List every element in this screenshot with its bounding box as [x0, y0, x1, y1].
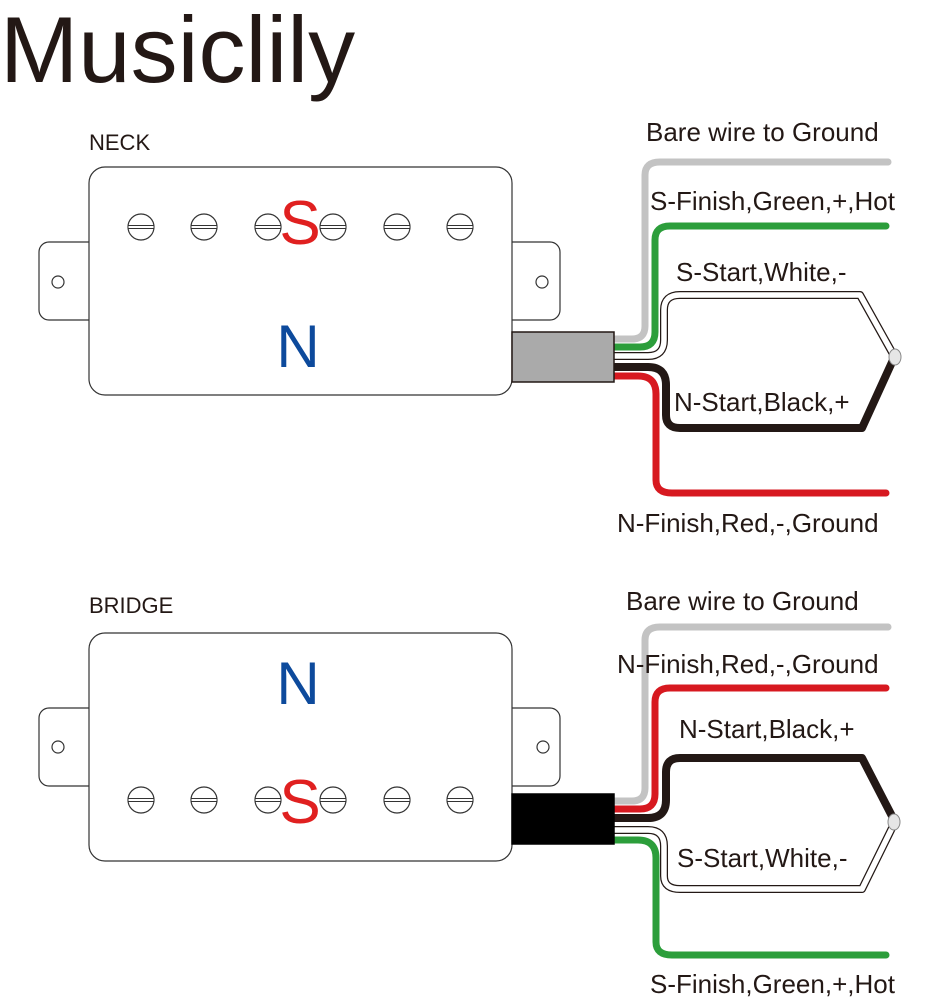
- bridge-green-wire-label: S-Finish,Green,+,Hot: [650, 969, 896, 999]
- bridge-pole-screw: [127, 786, 155, 814]
- bridge-bare-wire-label: Bare wire to Ground: [626, 586, 859, 616]
- neck-pole-screw: [383, 213, 411, 241]
- neck-pole-screw: [446, 213, 474, 241]
- neck-pickup: NECK S N Bare wire to Ground S-Finish,Gr…: [38, 117, 902, 538]
- bridge-bare-wire: [608, 623, 892, 805]
- neck-black-wire: [612, 358, 897, 432]
- bridge-green-wire: [608, 836, 890, 959]
- bridge-cable-jacket: [511, 793, 615, 845]
- neck-left-mount-hole: [51, 275, 65, 289]
- bridge-pole-screws: [127, 786, 474, 814]
- bridge-pole-screw: [190, 786, 218, 814]
- bridge-black-wire-label: N-Start,Black,+: [679, 714, 855, 744]
- bridge-pole-screw: [446, 786, 474, 814]
- neck-green-wire: [608, 222, 890, 351]
- neck-pole-screw: [254, 213, 282, 241]
- bridge-pole-screw: [254, 786, 282, 814]
- bridge-pole-screw: [319, 786, 347, 814]
- neck-pole-screw: [127, 213, 155, 241]
- neck-white-wire: [612, 292, 896, 359]
- bridge-black-wire: [612, 754, 897, 822]
- neck-bare-wire: [608, 158, 892, 343]
- bridge-south-pole-label: S: [279, 768, 320, 837]
- neck-green-wire-label: S-Finish,Green,+,Hot: [650, 186, 896, 216]
- bridge-pole-screw: [383, 786, 411, 814]
- neck-red-wire: [608, 372, 890, 497]
- bridge-right-mount-hole: [536, 740, 550, 754]
- bridge-red-wire-label: N-Finish,Red,-,Ground: [617, 649, 879, 679]
- bridge-red-wire: [608, 684, 890, 813]
- neck-black-wire-label: N-Start,Black,+: [674, 387, 850, 417]
- bridge-north-pole-label: N: [276, 650, 319, 717]
- bridge-white-wire: [612, 824, 896, 892]
- neck-white-wire-label: S-Start,White,-: [676, 257, 846, 287]
- bridge-white-wire-label: S-Start,White,-: [677, 843, 847, 873]
- bridge-pickup: BRIDGE N S Bare wire to Ground N-Finish,…: [38, 586, 901, 999]
- bridge-solder-joint: [887, 813, 901, 831]
- neck-south-pole-label: S: [279, 189, 320, 258]
- neck-solder-joint: [888, 348, 902, 366]
- neck-right-mount-hole: [535, 275, 549, 289]
- neck-pole-screw: [190, 213, 218, 241]
- bridge-title: BRIDGE: [89, 593, 173, 618]
- neck-cable-jacket: [511, 331, 615, 383]
- neck-red-wire-label: N-Finish,Red,-,Ground: [617, 508, 879, 538]
- neck-pole-screw: [319, 213, 347, 241]
- neck-title: NECK: [89, 130, 150, 155]
- neck-bare-wire-label: Bare wire to Ground: [646, 117, 879, 147]
- bridge-left-mount-hole: [51, 740, 65, 754]
- brand-logo: Musiclily: [0, 0, 355, 102]
- neck-north-pole-label: N: [276, 313, 319, 380]
- neck-pole-screws: [127, 213, 474, 241]
